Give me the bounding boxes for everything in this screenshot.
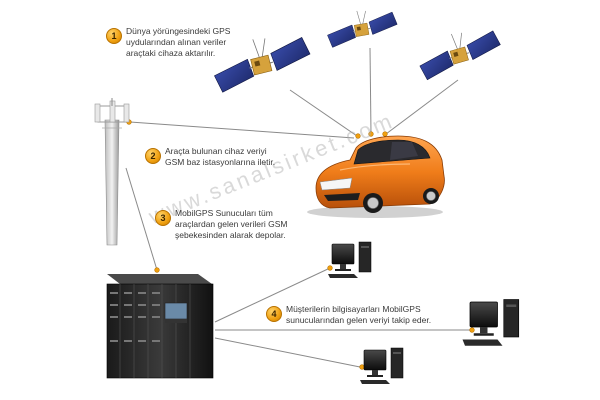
step-1-text: Dünya yörüngesindeki GPS uydularından al…	[126, 26, 231, 58]
link-tower-server	[125, 167, 158, 271]
car-icon	[307, 135, 445, 218]
step-4-text: Müşterilerin bilgisayarları MobilGPS sun…	[286, 304, 432, 325]
link-sat3-car	[385, 79, 459, 135]
step-3-badge: 3	[155, 210, 171, 226]
satellite-icon	[214, 37, 311, 93]
link-server-pc3	[214, 337, 361, 368]
server-rack-icon	[106, 274, 214, 379]
satellite-icon	[419, 30, 501, 81]
gsm-tower-icon	[94, 98, 130, 246]
computer-icon	[462, 299, 520, 346]
link-sat1-car	[289, 89, 358, 137]
step-2-text: Araçta bulunan cihaz veriyi GSM baz ista…	[165, 146, 276, 167]
computer-icon	[360, 347, 404, 384]
link-tower-car	[129, 121, 355, 139]
step-3-text: MobilGPS Sunucuları tüm araçlardan gelen…	[175, 208, 288, 240]
step-1-badge: 1	[106, 28, 122, 44]
link-server-pc1	[214, 267, 331, 323]
satellite-icon	[327, 10, 398, 48]
step-2-badge: 2	[145, 148, 161, 164]
link-lines	[125, 47, 470, 368]
computer-icon	[328, 241, 372, 278]
link-sat2-car	[369, 47, 372, 135]
step-4-badge: 4	[266, 306, 282, 322]
